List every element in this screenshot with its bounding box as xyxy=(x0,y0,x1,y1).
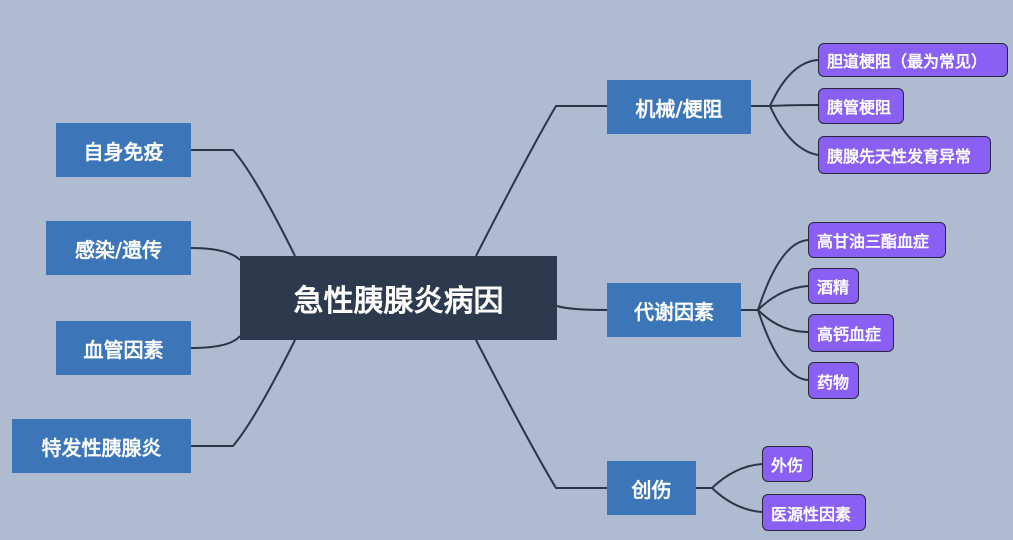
leaf-label: 酒精 xyxy=(817,278,850,297)
branch-idiopathic[interactable]: 特发性胰腺炎 xyxy=(12,419,191,473)
connector-meta-leaf-4 xyxy=(741,309,809,381)
leaf-alcohol[interactable]: 酒精 xyxy=(808,268,859,304)
root-topic-label: 急性胰腺炎病因 xyxy=(293,284,504,319)
leaf-label: 高钙血症 xyxy=(817,325,882,344)
connector-mech-leaf-1 xyxy=(751,59,819,107)
leaf-congenital-anomaly[interactable]: 胰腺先天性发育异常 xyxy=(818,136,991,174)
branch-vascular[interactable]: 血管因素 xyxy=(56,321,191,375)
connector-meta-leaf-2 xyxy=(741,285,809,311)
leaf-label: 胆道梗阻（最为常见） xyxy=(827,52,988,71)
branch-mechanical-obstruction[interactable]: 机械/梗阻 xyxy=(607,80,751,134)
connector-root-trauma xyxy=(475,339,607,489)
connector-root-metabolic xyxy=(556,305,608,311)
leaf-iatrogenic-factors[interactable]: 医源性因素 xyxy=(762,494,866,531)
leaf-external-injury[interactable]: 外伤 xyxy=(762,446,813,482)
connector-trauma-leaf-1 xyxy=(696,463,763,489)
branch-trauma[interactable]: 创伤 xyxy=(607,461,696,515)
leaf-label: 高甘油三酯血症 xyxy=(817,232,930,251)
branch-label: 特发性胰腺炎 xyxy=(41,435,162,460)
connector-root-vascular xyxy=(190,335,241,349)
connector-root-infection xyxy=(190,247,241,261)
leaf-biliary-obstruction[interactable]: 胆道梗阻（最为常见） xyxy=(818,43,1008,77)
root-topic[interactable]: 急性胰腺炎病因 xyxy=(240,256,557,340)
branch-label: 机械/梗阻 xyxy=(635,96,723,121)
branch-label: 感染/遗传 xyxy=(74,237,163,262)
leaf-label: 胰管梗阻 xyxy=(827,98,892,117)
leaf-pancreatic-duct-obstruction[interactable]: 胰管梗阻 xyxy=(818,88,904,124)
connector-root-autoimmune xyxy=(191,149,296,257)
branch-label: 创伤 xyxy=(631,477,672,502)
branch-metabolic[interactable]: 代谢因素 xyxy=(607,283,741,337)
connector-meta-leaf-3 xyxy=(741,309,809,333)
connector-trauma-leaf-2 xyxy=(696,487,763,513)
leaf-label: 药物 xyxy=(817,372,850,392)
branch-infection-genetic[interactable]: 感染/遗传 xyxy=(46,221,191,275)
connector-root-mechanical xyxy=(475,105,607,257)
leaf-label: 胰腺先天性发育异常 xyxy=(827,147,972,166)
leaf-label: 外伤 xyxy=(771,456,804,475)
branch-autoimmune[interactable]: 自身免疫 xyxy=(56,123,191,177)
leaf-label: 医源性因素 xyxy=(771,504,852,524)
branch-label: 代谢因素 xyxy=(634,299,714,324)
connector-root-idiopathic xyxy=(191,339,296,447)
connector-meta-leaf-1 xyxy=(741,239,809,311)
branch-label: 自身免疫 xyxy=(83,139,164,164)
leaf-hypercalcemia[interactable]: 高钙血症 xyxy=(808,314,894,352)
leaf-drugs[interactable]: 药物 xyxy=(808,362,859,399)
leaf-hypertriglyceridemia[interactable]: 高甘油三酯血症 xyxy=(808,222,946,258)
branch-label: 血管因素 xyxy=(83,337,164,362)
connector-mech-leaf-3 xyxy=(751,105,819,156)
